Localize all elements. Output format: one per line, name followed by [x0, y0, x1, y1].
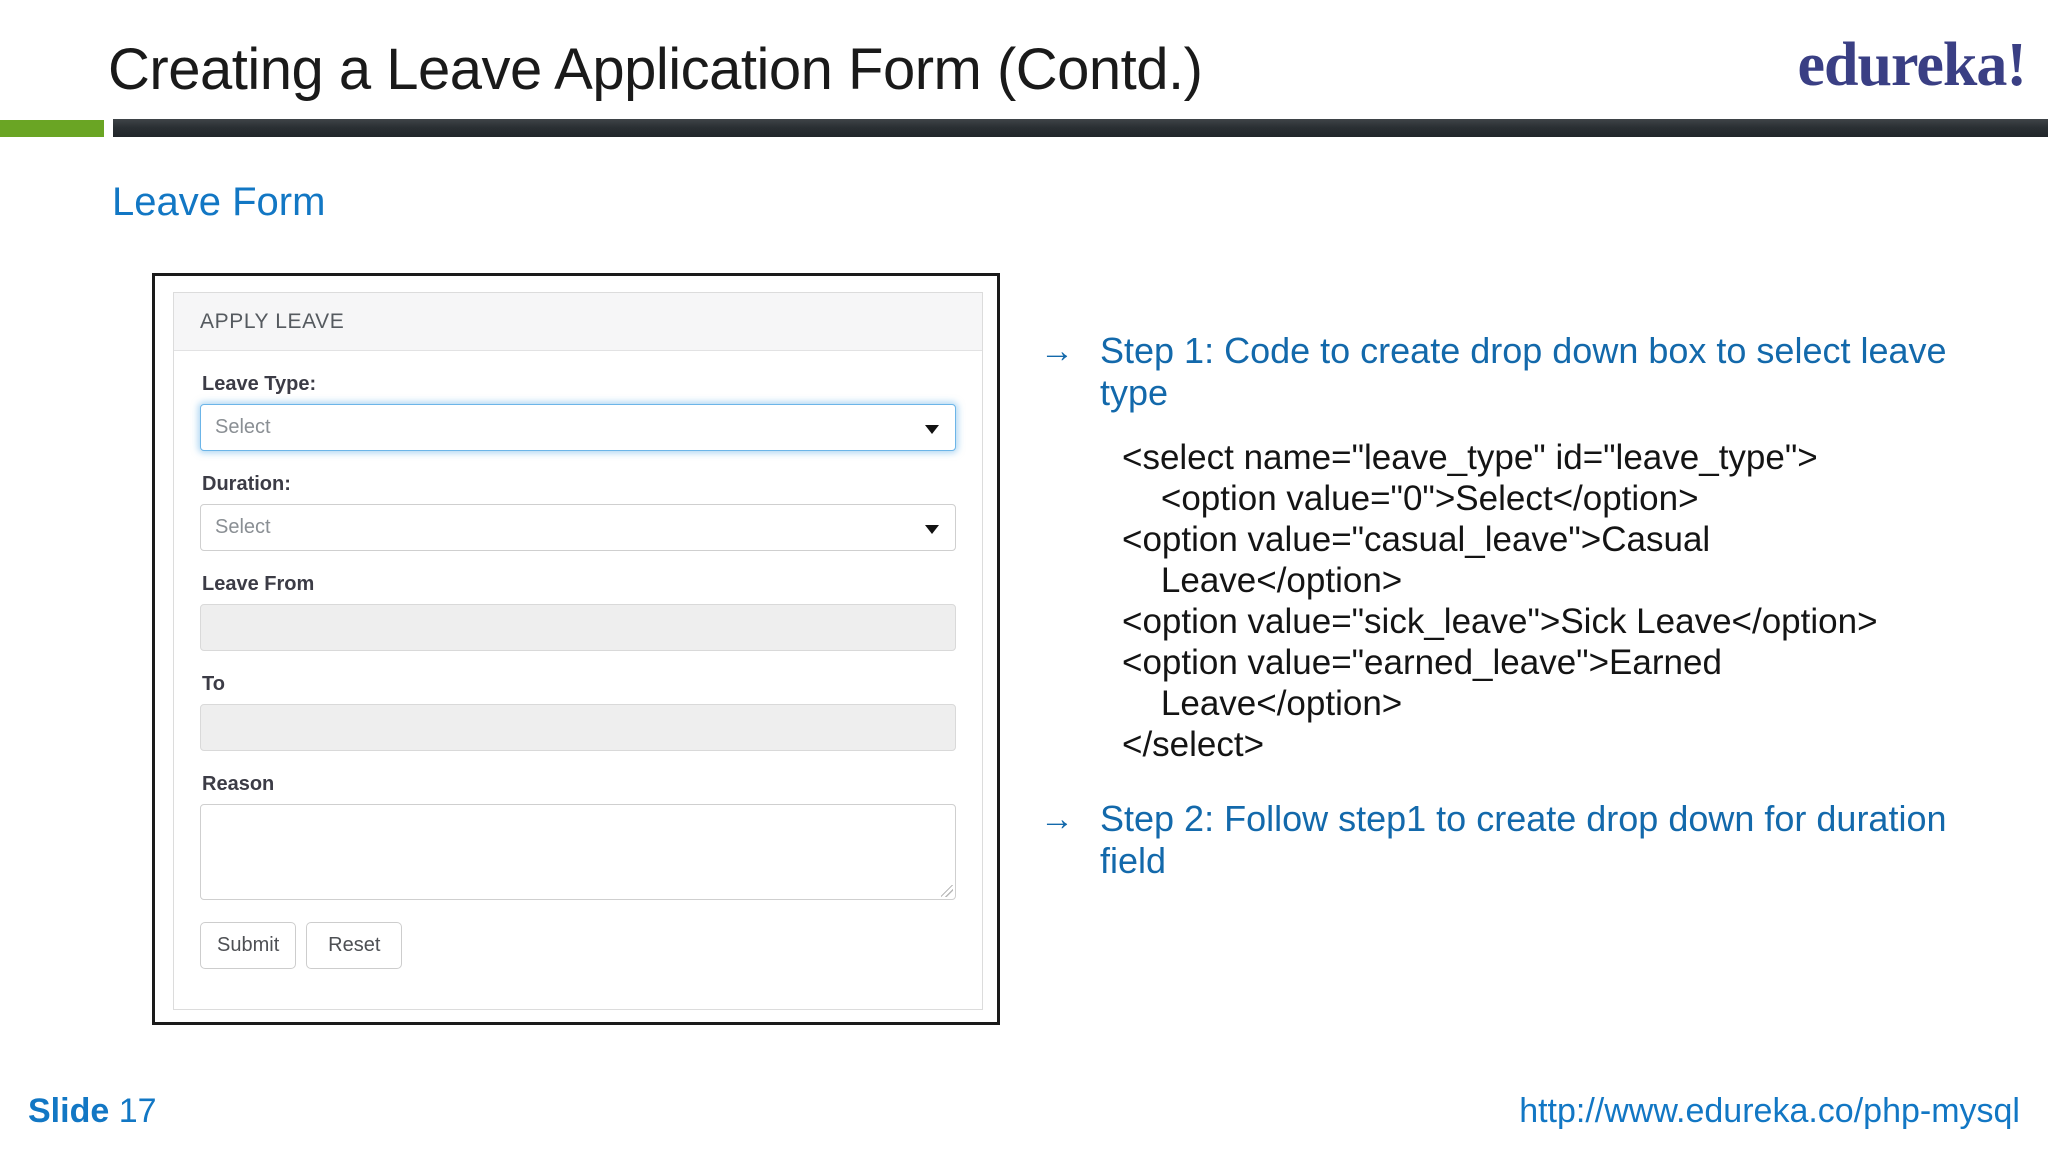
page-title: Creating a Leave Application Form (Contd…: [108, 37, 1203, 102]
to-input[interactable]: [200, 704, 956, 751]
leave-form-screenshot: APPLY LEAVE Leave Type: Select Duration:…: [152, 273, 1000, 1025]
card-body: Leave Type: Select Duration: Select Leav…: [174, 351, 982, 969]
footer-url[interactable]: http://www.edureka.co/php-mysql: [1519, 1092, 2020, 1130]
label-duration: Duration:: [202, 473, 291, 495]
explanation-column: → Step 1: Code to create drop down box t…: [1040, 330, 2000, 882]
label-reason: Reason: [202, 773, 275, 795]
slide-number: Slide 17: [28, 1094, 157, 1128]
reason-textarea[interactable]: [200, 804, 956, 900]
leave-type-value: Select: [215, 416, 271, 438]
chevron-down-icon: [925, 424, 939, 434]
slide-header: Creating a Leave Application Form (Contd…: [0, 0, 2048, 137]
arrow-right-icon: →: [1040, 332, 1074, 370]
label-leave-from: Leave From: [202, 573, 315, 595]
section-heading: Leave Form: [112, 180, 326, 224]
header-accent-bar: [113, 119, 2048, 137]
card-header: APPLY LEAVE: [174, 293, 982, 351]
bullet-step-1-text: Step 1: Code to create drop down box to …: [1100, 330, 1947, 414]
bullet-step-1: → Step 1: Code to create drop down box t…: [1040, 330, 2000, 414]
duration-value: Select: [215, 516, 271, 538]
bullet-step-2-text: Step 2: Follow step1 to create drop down…: [1100, 797, 1947, 881]
duration-select[interactable]: Select: [200, 504, 956, 551]
reset-button[interactable]: Reset: [306, 922, 403, 969]
apply-leave-card: APPLY LEAVE Leave Type: Select Duration:…: [173, 292, 983, 1010]
card-title: APPLY LEAVE: [200, 309, 345, 333]
bullet-step-2: → Step 2: Follow step1 to create drop do…: [1040, 798, 2000, 882]
label-leave-type: Leave Type:: [202, 373, 317, 395]
label-to: To: [202, 673, 225, 695]
leave-type-select[interactable]: Select: [200, 404, 956, 451]
slide-number-value: 17: [118, 1092, 157, 1130]
leave-from-input[interactable]: [200, 604, 956, 651]
arrow-right-icon: →: [1040, 799, 1074, 838]
chevron-down-icon: [925, 524, 939, 534]
form-actions: Submit Reset: [200, 922, 956, 969]
code-snippet-leave-type: <select name="leave_type" id="leave_type…: [1122, 438, 1878, 764]
submit-button[interactable]: Submit: [200, 922, 297, 969]
slide-word: Slide: [28, 1092, 110, 1130]
edureka-logo: edureka!: [1797, 31, 2027, 99]
header-accent-green: [0, 120, 104, 137]
